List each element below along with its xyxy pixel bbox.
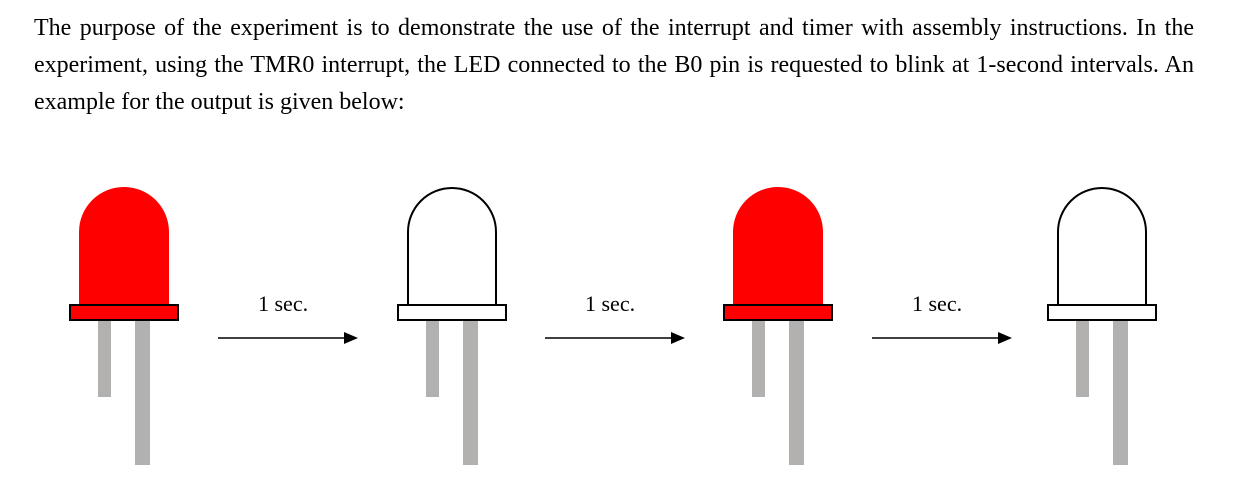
intro-paragraph: The purpose of the experiment is to demo… (34, 15, 1194, 115)
arrow-label: 1 sec. (585, 291, 635, 316)
arrow-head (998, 332, 1012, 344)
leds (69, 187, 1157, 465)
led-short-leg (426, 320, 439, 397)
led-short-leg (98, 320, 111, 397)
led-dome (1057, 187, 1147, 306)
led-base (723, 304, 833, 321)
led-base (397, 304, 507, 321)
led-long-leg (1113, 320, 1128, 465)
led-long-leg (135, 320, 150, 465)
led-dome (79, 187, 169, 306)
timing-arrow: 1 sec. (545, 291, 685, 344)
led-dome (407, 187, 497, 306)
led-long-leg (789, 320, 804, 465)
arrow-label: 1 sec. (258, 291, 308, 316)
timing-arrows: 1 sec. 1 sec. 1 sec. (218, 291, 1012, 344)
led-base (1047, 304, 1157, 321)
led-off (397, 187, 507, 465)
led-long-leg (463, 320, 478, 465)
led-base (69, 304, 179, 321)
led-on (723, 187, 833, 465)
arrow-head (344, 332, 358, 344)
led-on (69, 187, 179, 465)
led-off (1047, 187, 1157, 465)
timing-arrow: 1 sec. (218, 291, 358, 344)
led-short-leg (752, 320, 765, 397)
led-short-leg (1076, 320, 1089, 397)
timing-arrow: 1 sec. (872, 291, 1012, 344)
led-dome (733, 187, 823, 306)
arrow-head (671, 332, 685, 344)
arrow-label: 1 sec. (912, 291, 962, 316)
